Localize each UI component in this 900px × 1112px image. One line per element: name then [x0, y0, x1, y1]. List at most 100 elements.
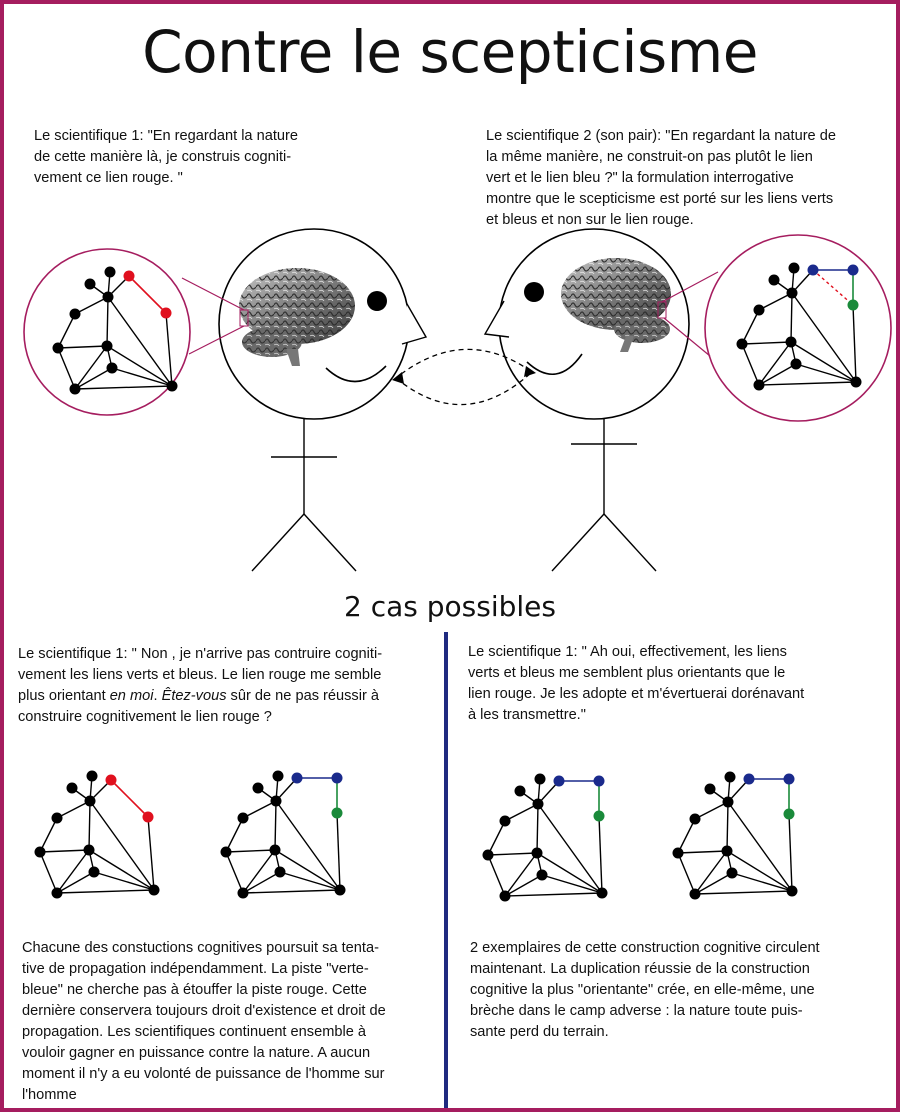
network-edge	[275, 800, 341, 891]
green-node	[331, 807, 343, 819]
network-node	[84, 795, 96, 807]
blue-node	[553, 775, 565, 787]
network-edge	[694, 850, 728, 895]
network-edge	[56, 871, 95, 894]
network-edge	[56, 800, 91, 819]
scientist-1-brain	[239, 268, 355, 366]
network-edge	[741, 343, 760, 386]
network-edge	[677, 852, 696, 895]
network-edge	[758, 341, 792, 386]
diagram-canvas	[23, 228, 892, 1108]
network-node	[724, 771, 736, 783]
network-node	[534, 773, 546, 785]
network-edge	[504, 874, 543, 897]
network-edge	[758, 363, 797, 386]
blue-node	[331, 772, 343, 784]
network-edge	[504, 803, 539, 822]
exchange-arrow-head-right	[524, 366, 536, 377]
case2-conclusion: 2 exemplaires de cette construction cogn…	[470, 940, 820, 1040]
network-edge	[242, 889, 341, 894]
network-node	[721, 845, 733, 857]
blue-node	[743, 773, 755, 785]
network-edge	[758, 381, 857, 386]
scientist-2-left-leg	[551, 513, 605, 572]
network-red-top-left	[52, 266, 178, 395]
scientist2-quote: Le scientifique 2 (son pair): "En regard…	[486, 128, 836, 228]
network-node	[274, 866, 286, 878]
blue-node	[291, 772, 303, 784]
network-red-case1	[34, 770, 160, 899]
network-edge	[106, 345, 173, 387]
network-edge	[852, 304, 857, 383]
network-edge	[56, 889, 155, 894]
network-node	[531, 847, 543, 859]
blue-node	[807, 264, 819, 276]
network-node	[704, 783, 716, 795]
network-edge	[541, 874, 603, 894]
network-node	[84, 278, 96, 290]
network-edge	[74, 296, 109, 315]
network-edge	[790, 292, 793, 343]
network-edge	[791, 292, 857, 383]
network-edge	[731, 872, 793, 892]
network-node	[51, 812, 63, 824]
network-edge	[726, 850, 793, 892]
network-node	[252, 782, 264, 794]
network-edge	[677, 818, 696, 854]
network-edge	[758, 292, 793, 311]
network-bluegreen-case2-copy2	[672, 771, 798, 900]
network-node	[83, 844, 95, 856]
network-edge	[536, 852, 603, 894]
scientist-2-figure	[483, 228, 690, 572]
network-node	[482, 849, 494, 861]
network-edge	[165, 312, 173, 387]
network-edge	[56, 849, 90, 894]
network-edge	[336, 812, 341, 891]
network-edge	[107, 296, 173, 387]
network-edge	[487, 854, 506, 897]
network-node	[88, 866, 100, 878]
network-edge	[39, 817, 58, 853]
network-node	[689, 813, 701, 825]
scientist-1-eye	[367, 291, 387, 311]
network-edge	[487, 852, 538, 856]
network-node	[753, 304, 765, 316]
network-edge	[598, 815, 603, 894]
network-edge	[225, 851, 244, 894]
network-edge	[242, 800, 277, 819]
zoom-circle-left	[23, 248, 249, 416]
network-edge	[88, 800, 91, 851]
case1-quote: Le scientifique 1: " Non , je n'arrive p…	[18, 644, 443, 728]
green-node	[593, 810, 605, 822]
network-bluegreen-top-right	[736, 262, 862, 391]
exchange-arrow	[395, 348, 534, 406]
scientist-1-nose	[401, 303, 428, 345]
blue-node	[783, 773, 795, 785]
network-edge	[741, 341, 792, 345]
network-node	[272, 770, 284, 782]
page-title: Contre le scepticisme	[142, 18, 758, 86]
case1-conclusion: Chacune des constuctions cognitives pour…	[22, 940, 386, 1103]
scientist-2-right-leg	[603, 513, 657, 572]
network-node	[785, 336, 797, 348]
network-node	[536, 869, 548, 881]
network-edge	[795, 363, 857, 383]
network-edge	[677, 850, 728, 854]
network-edge	[726, 801, 729, 852]
network-node	[220, 846, 232, 858]
network-node	[269, 844, 281, 856]
green-node	[847, 299, 859, 311]
network-node	[788, 262, 800, 274]
network-edge	[93, 871, 155, 891]
red-link	[128, 275, 167, 314]
case1-quote-emphasis-2: Êtez-vous	[161, 688, 227, 704]
network-edge	[57, 347, 76, 390]
network-node	[850, 376, 862, 388]
green-node	[783, 808, 795, 820]
network-node	[499, 890, 511, 902]
red-dashed-link	[812, 269, 854, 306]
network-node	[270, 795, 282, 807]
scientist-1-right-leg	[303, 513, 357, 572]
scientist-1-left-leg	[251, 513, 305, 572]
network-edge	[57, 345, 108, 349]
